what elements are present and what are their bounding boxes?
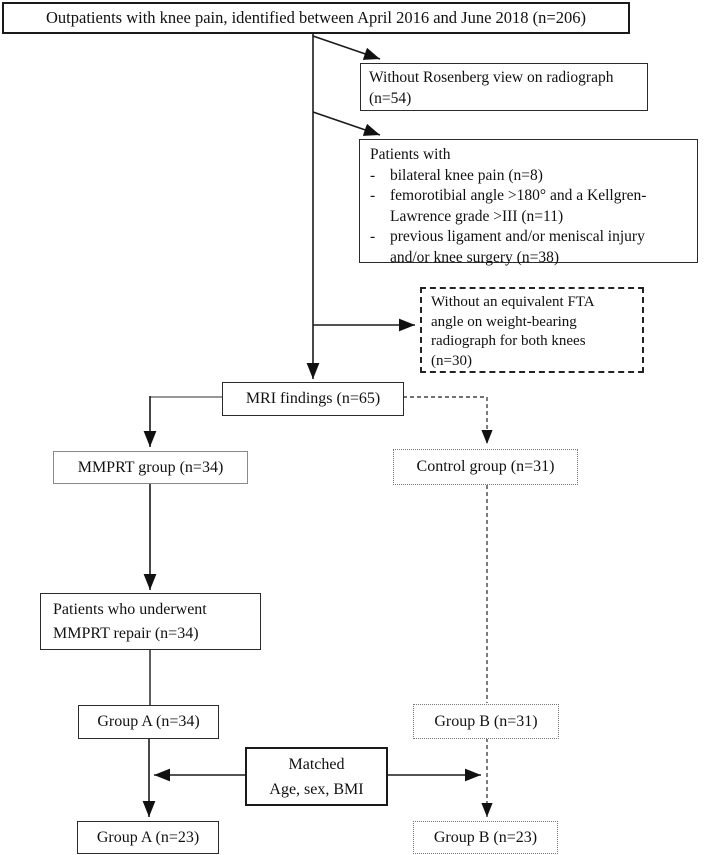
node-exclusions-header: Patients with bbox=[370, 146, 451, 163]
node-mmprt-group-label: MMPRT group (n=34) bbox=[77, 458, 224, 476]
node-outpatients-label: Outpatients with knee pain, identified b… bbox=[46, 8, 586, 27]
exclusion-item-text: bilateral knee pain (n=8) bbox=[390, 166, 543, 184]
node-without-rosenberg-line2: (n=54) bbox=[369, 90, 412, 107]
node-mmprt-group: MMPRT group (n=34) bbox=[53, 451, 248, 484]
exclusion-item-text: femorotibial angle >180° and a Kellgren-… bbox=[390, 187, 647, 225]
node-group-a-23: Group A (n=23) bbox=[77, 821, 219, 854]
node-group-b-23: Group B (n=23) bbox=[413, 821, 558, 854]
node-without-fta-line4: (n=30) bbox=[431, 352, 472, 369]
node-control-group: Control group (n=31) bbox=[393, 449, 578, 485]
node-group-b-31: Group B (n=31) bbox=[413, 704, 559, 739]
connector-to-rosenberg bbox=[312, 35, 381, 60]
node-group-b-31-label: Group B (n=31) bbox=[434, 712, 538, 730]
node-matched-line2: Age, sex, BMI bbox=[269, 780, 364, 798]
node-group-a-23-label: Group A (n=23) bbox=[96, 828, 200, 846]
node-without-fta: Without an equivalent FTA angle on weigh… bbox=[420, 287, 644, 373]
exclusion-item: - previous ligament and/or meniscal inju… bbox=[370, 227, 687, 268]
node-without-rosenberg-line1: Without Rosenberg view on radiograph bbox=[369, 69, 614, 86]
node-matched-line1: Matched bbox=[288, 755, 345, 773]
node-mmprt-repair: Patients who underwent MMPRT repair (n=3… bbox=[40, 593, 261, 650]
node-outpatients: Outpatients with knee pain, identified b… bbox=[2, 2, 630, 34]
node-without-fta-line3: radiograph for both knees bbox=[431, 333, 586, 349]
exclusion-item: - femorotibial angle >180° and a Kellgre… bbox=[370, 186, 687, 227]
exclusion-bullet: - bbox=[370, 228, 376, 245]
node-group-a-34: Group A (n=34) bbox=[78, 705, 219, 739]
node-without-fta-line2: angle on weight-bearing bbox=[431, 313, 577, 330]
connector-mri-to-control-dashed bbox=[403, 396, 493, 444]
exclusion-bullet: - bbox=[370, 187, 376, 204]
node-mmprt-repair-line1: Patients who underwent bbox=[53, 601, 207, 618]
node-control-group-label: Control group (n=31) bbox=[416, 458, 555, 475]
node-group-b-23-label: Group B (n=23) bbox=[433, 828, 538, 846]
node-without-rosenberg: Without Rosenberg view on radiograph (n=… bbox=[360, 63, 648, 111]
exclusion-bullet: - bbox=[370, 166, 376, 184]
exclusion-item: - bilateral knee pain (n=8) bbox=[370, 166, 687, 187]
node-matched: Matched Age, sex, BMI bbox=[245, 747, 388, 806]
node-mri-findings: MRI findings (n=65) bbox=[222, 382, 404, 416]
connector-to-exclusions bbox=[312, 111, 381, 136]
node-mri-findings-label: MRI findings (n=65) bbox=[245, 390, 381, 407]
exclusion-item-text: previous ligament and/or meniscal injury… bbox=[390, 228, 645, 266]
node-exclusions: Patients with - bilateral knee pain (n=8… bbox=[359, 139, 698, 266]
node-group-a-34-label: Group A (n=34) bbox=[97, 713, 200, 730]
node-without-fta-line1: Without an equivalent FTA bbox=[431, 294, 595, 310]
node-mmprt-repair-line2: MMPRT repair (n=34) bbox=[53, 625, 199, 642]
